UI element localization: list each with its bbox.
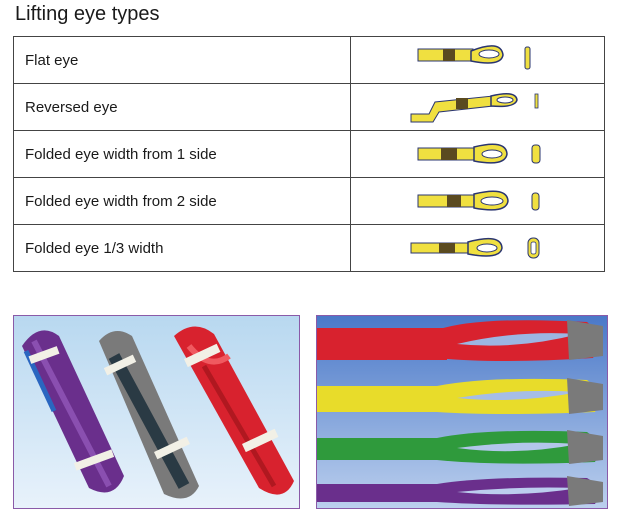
table-row: Folded eye 1/3 width [13, 224, 605, 272]
lifting-eye-types-table: Flat eye Reversed eye [13, 36, 605, 272]
page-title: Lifting eye types [15, 3, 160, 25]
table-row: Reversed eye [13, 83, 605, 131]
eye-type-label: Flat eye [13, 36, 351, 84]
reversed-eye-sling-icon [350, 83, 605, 131]
folded-eye-third-width-icon [350, 224, 605, 272]
eye-slings-closeup-photo [316, 315, 608, 509]
table-row: Flat eye [13, 36, 605, 84]
eye-type-label: Folded eye width from 1 side [13, 130, 351, 178]
eye-type-label: Folded eye width from 2 side [13, 177, 351, 225]
folded-eye-one-side-icon [350, 130, 605, 178]
table-row: Folded eye width from 2 side [13, 177, 605, 225]
table-row: Folded eye width from 1 side [13, 130, 605, 178]
eye-type-label: Folded eye 1/3 width [13, 224, 351, 272]
eye-type-label: Reversed eye [13, 83, 351, 131]
coiled-slings-photo [13, 315, 300, 509]
flat-eye-sling-icon [350, 36, 605, 84]
folded-eye-two-side-icon [350, 177, 605, 225]
